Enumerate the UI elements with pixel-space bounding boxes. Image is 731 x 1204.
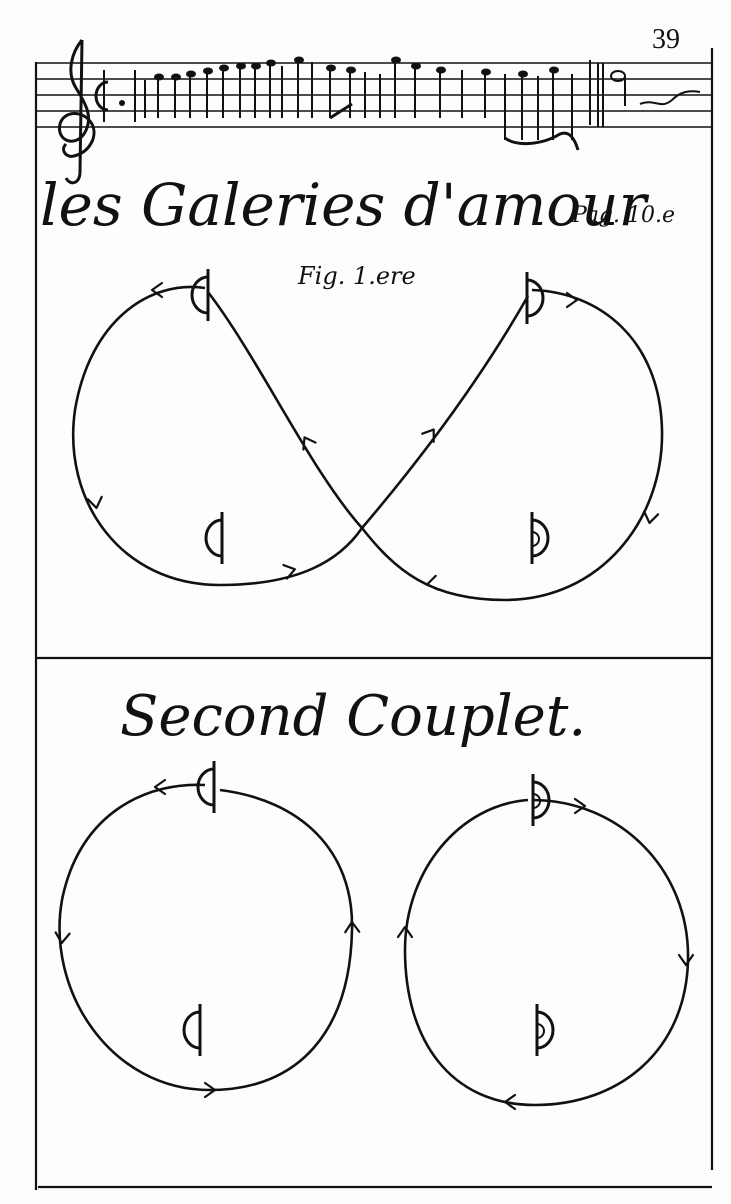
treble-clef-icon [57, 39, 96, 185]
arrow-icon [424, 574, 440, 593]
couplet-left-path [58, 783, 354, 1092]
figure-one-path [71, 285, 664, 602]
music-staff [36, 39, 712, 185]
cut-time-icon [94, 80, 109, 112]
couplet-right-path [403, 798, 690, 1107]
page-frame [34, 48, 714, 1190]
figure-label: Fig. 1.ere [297, 262, 416, 290]
arrow-icon [565, 291, 579, 309]
dancer-marker-icon [530, 510, 550, 566]
arrow-icon [153, 778, 167, 796]
dancer-marker-icon [525, 270, 545, 326]
dancer-marker-icon [190, 267, 210, 323]
arrow-icon [677, 953, 695, 967]
dancer-marker-icon [535, 1002, 555, 1058]
melody-notes [134, 58, 591, 140]
dancer-marker-icon [182, 1002, 202, 1058]
arrow-icon [53, 931, 71, 945]
dancer-marker-icon [204, 510, 224, 566]
figure-title: les Galeries d'amour [40, 171, 650, 239]
section-heading: Second Couplet. [120, 684, 586, 749]
page-number: 39 [652, 24, 680, 55]
page-reference: Pag. 10.e [571, 203, 675, 228]
arrow-icon [641, 510, 660, 526]
dancer-marker-icon [196, 759, 216, 815]
